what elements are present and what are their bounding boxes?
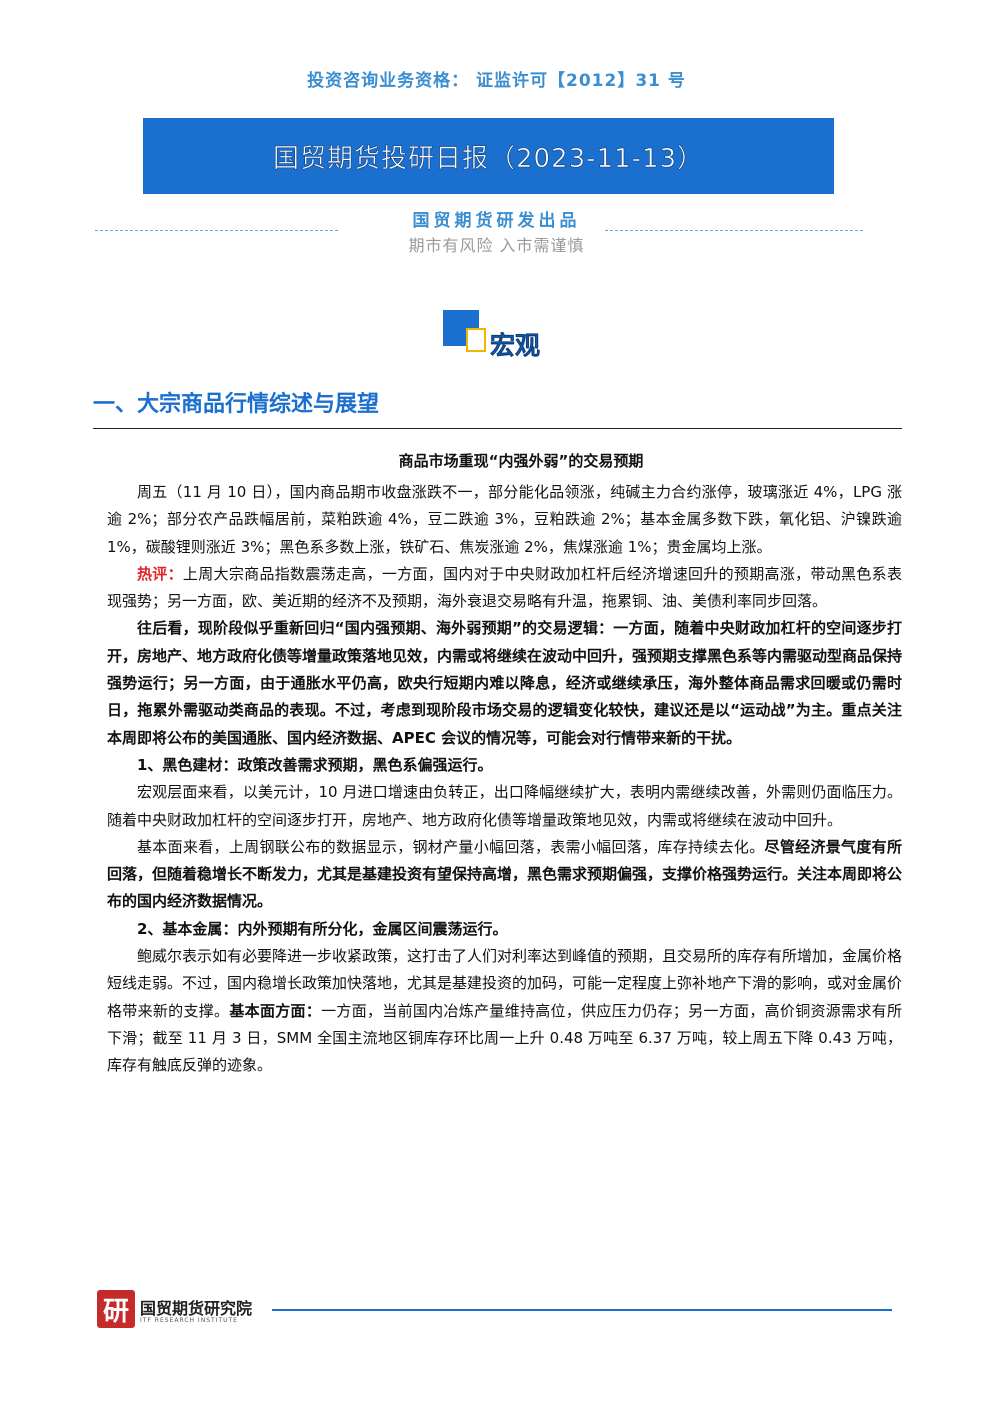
base-metals-text: 鲍威尔表示如有必要降进一步收紧政策，这打击了人们对利率达到峰值的预期，且交易所的… (107, 947, 903, 1020)
paragraph-macro-view: 宏观层面来看，以美元计，10 月进口增速由负转正，出口降幅继续扩大，表明内需继续… (107, 783, 902, 829)
base-metals-bold-label: 基本面方面： (229, 1001, 322, 1020)
institute-en-name: ITF RESEARCH INSTITUTE (140, 1317, 238, 1324)
paragraph-fundamentals-steel: 基本面来看，上周钢联公布的数据显示，钢材产量小幅回落，表需小幅回落，库存持续去化… (107, 834, 902, 916)
hot-comment-label: 热评： (137, 564, 183, 583)
fundamentals-steel-bold: 尽管经济景气度有所回落，但随着稳增长不断发力，尤其是基建投资有望保持高增，黑色需… (107, 837, 903, 911)
institute-logo-icon: 研 (97, 1290, 135, 1328)
fundamentals-steel-text: 基本面来看，上周钢联公布的数据显示，钢材产量小幅回落，表需小幅回落，库存持续去化… (137, 837, 765, 856)
paragraph-base-metals: 鲍威尔表示如有必要降进一步收紧政策，这打击了人们对利率达到峰值的预期，且交易所的… (107, 943, 902, 1079)
article-title: 商品市场重现“内强外弱”的交易预期 (398, 452, 644, 470)
section-heading: 一、大宗商品行情综述与展望 (93, 392, 380, 417)
paragraph-hot-comment: 热评：上周大宗商品指数震荡走高，一方面，国内对于中央财政加杠杆后经济增速回升的预… (107, 561, 902, 616)
report-title-banner: 国贸期货投研日报（2023-11-13） (143, 118, 834, 194)
subheading-base-metals: 2、基本金属：内外预期有所分化，金属区间震荡运行。 (137, 919, 508, 938)
right-dashed-divider (605, 230, 863, 231)
institute-name: 国贸期货研究院 (140, 1299, 253, 1318)
left-dashed-divider (95, 230, 338, 231)
paragraph-market-summary: 周五（11 月 10 日），国内商品期市收盘涨跌不一，部分能化品领涨，纯碱主力合… (107, 483, 902, 556)
risk-notice: 期市有风险 入市需谨慎 (408, 236, 585, 255)
subheading-black-building: 1、黑色建材：政策改善需求预期，黑色系偏强运行。 (137, 755, 493, 774)
paragraph-outlook: 往后看，现阶段似乎重新回归“国内强预期、海外弱预期”的交易逻辑：一方面，随着中央… (107, 619, 903, 747)
section-marker-outline-icon (466, 328, 486, 352)
footer-rule (272, 1309, 892, 1311)
category-label: 宏观 (490, 331, 541, 360)
article-body: 周五（11 月 10 日），国内商品期市收盘涨跌不一，部分能化品领涨，纯碱主力合… (107, 479, 902, 1080)
hot-comment-text: 上周大宗商品指数震荡走高，一方面，国内对于中央财政加杠杆后经济增速回升的预期高涨… (107, 564, 902, 611)
report-title: 国贸期货投研日报（2023-11-13） (272, 143, 705, 174)
base-metals-detail: 一方面，当前国内冶炼产量维持高位，供应压力仍存；另一方面，高价铜资源需求有所下滑… (107, 1001, 902, 1075)
license-line: 投资咨询业务资格： 证监许可【2012】31 号 (307, 71, 686, 91)
section-rule (93, 428, 902, 429)
publisher-line: 国贸期货研发出品 (412, 211, 581, 231)
